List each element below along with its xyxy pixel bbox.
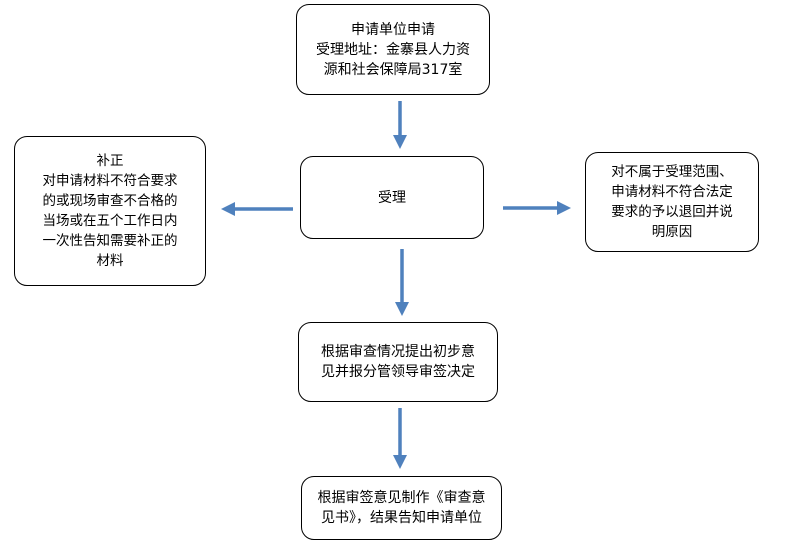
- node-apply: 申请单位申请 受理地址：金寨县人力资 源和社会保障局317室: [296, 4, 490, 95]
- node-supplement: 补正 对申请材料不符合要求 的或现场审查不合格的 当场或在五个工作日内 一次性告…: [14, 136, 206, 286]
- node-review-text: 根据审查情况提出初步意 见并报分管领导审签决定: [321, 344, 475, 380]
- node-result-text: 根据审签意见制作《审查意 见书》，结果告知申请单位: [317, 490, 486, 526]
- node-apply-text: 申请单位申请 受理地址：金寨县人力资 源和社会保障局317室: [316, 21, 470, 78]
- node-reject-text: 对不属于受理范围、 申请材料不符合法定 要求的予以退回并说 明原因: [611, 164, 733, 240]
- node-accept: 受理: [300, 156, 484, 239]
- node-reject: 对不属于受理范围、 申请材料不符合法定 要求的予以退回并说 明原因: [585, 152, 759, 252]
- node-accept-text: 受理: [378, 189, 406, 206]
- node-result: 根据审签意见制作《审查意 见书》，结果告知申请单位: [301, 476, 502, 540]
- node-review: 根据审查情况提出初步意 见并报分管领导审签决定: [298, 322, 498, 402]
- node-supplement-text: 补正 对申请材料不符合要求 的或现场审查不合格的 当场或在五个工作日内 一次性告…: [42, 153, 178, 269]
